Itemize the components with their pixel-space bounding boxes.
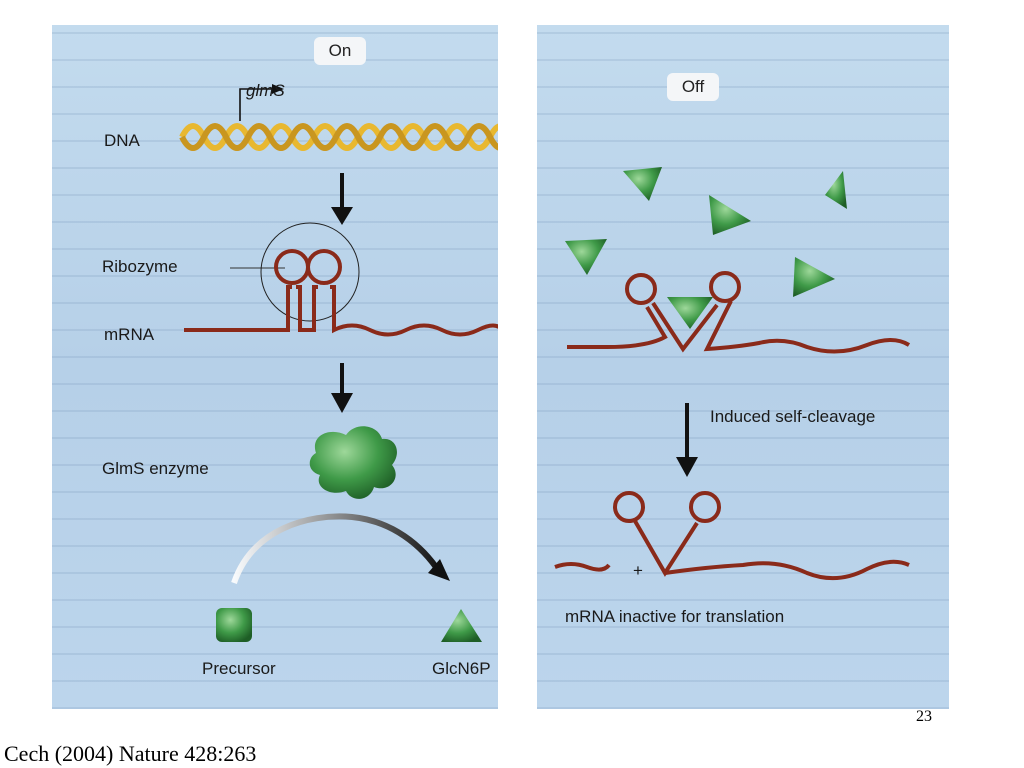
right-panel-drawing — [554, 167, 911, 581]
enzyme-label: GlmS enzyme — [102, 459, 209, 478]
state-on-label: On — [314, 37, 366, 65]
precursor-label: Precursor — [202, 659, 276, 678]
ribozyme-highlight-circle — [260, 222, 360, 322]
cleaved-mrna — [554, 491, 910, 581]
glcn6p-triangle — [441, 609, 482, 642]
dna-helix — [179, 123, 498, 151]
page-number: 23 — [916, 708, 932, 725]
glms-on-panel: On glmS DNA Ribozyme mRNA GlmS enzyme Pr… — [52, 25, 498, 709]
down-arrow-2 — [331, 363, 353, 413]
down-arrow-1 — [331, 173, 353, 225]
citation: Cech (2004) Nature 428:263 — [4, 741, 257, 766]
dna-label: DNA — [104, 131, 140, 150]
mrna-with-ribozyme — [184, 249, 498, 337]
inactive-mrna-label: mRNA inactive for translation — [565, 607, 785, 626]
plus-sign: + — [633, 561, 643, 580]
left-panel-drawing — [179, 84, 498, 642]
state-off-label: Off — [667, 73, 719, 101]
glcn6p-molecules — [565, 167, 847, 329]
product-label: GlcN6P — [432, 659, 491, 678]
ribozyme-label: Ribozyme — [102, 257, 178, 276]
gene-label: glmS — [246, 81, 285, 100]
cleavage-label: Induced self-cleavage — [710, 407, 876, 426]
mrna-label: mRNA — [104, 325, 155, 344]
precursor-square — [216, 608, 252, 642]
mrna-bound-ribozyme — [567, 271, 911, 354]
promoter-arrow — [239, 88, 276, 121]
down-arrow-cleavage — [676, 403, 698, 477]
glms-off-panel: Off Induced self-cleavage + mRNA inactiv… — [537, 25, 949, 709]
glms-enzyme-blob — [309, 426, 397, 499]
catalysis-arrow — [231, 513, 443, 584]
